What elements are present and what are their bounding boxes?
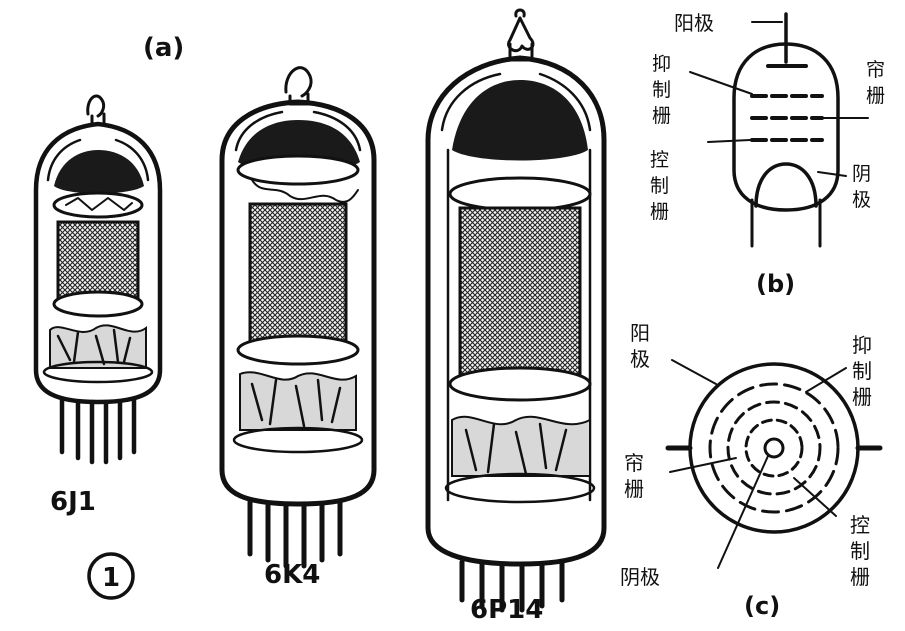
c-control-char-3: 栅 (850, 565, 870, 589)
b-cathode-char-2: 极 (852, 189, 871, 211)
tube-6p14 (425, 8, 607, 613)
c-control-grid-label: 控 制 栅 (850, 513, 870, 589)
c-screen-char-2: 栅 (624, 477, 644, 501)
b-cathode-char-1: 阴 (852, 163, 871, 185)
pentode-side-view (689, 12, 869, 248)
suppressor-grid-ring (708, 382, 840, 514)
control-grid-ring (744, 418, 804, 478)
glass-envelope (732, 42, 840, 212)
c-screen-grid-label: 帘 栅 (624, 451, 644, 501)
b-plate-label: 阳极 (674, 11, 714, 35)
tube-6j1-label: 6J1 (50, 487, 96, 517)
b-screen-char-1: 帘 (866, 59, 885, 81)
b-screen-grid-label: 帘 栅 (866, 59, 885, 107)
panel-c-label: (c) (744, 592, 780, 620)
b-suppressor-char-2: 制 (652, 79, 671, 101)
figure-number: 1 (102, 563, 120, 593)
b-control-grid-label: 控 制 栅 (650, 149, 669, 223)
panel-a-label: (a) (143, 33, 184, 63)
c-screen-char-1: 帘 (624, 451, 644, 475)
c-plate-char-2: 极 (630, 347, 650, 371)
plate-ring (688, 362, 860, 534)
b-cathode-label: 阴 极 (852, 163, 871, 211)
b-control-char-1: 控 (650, 149, 669, 171)
grid-mesh (56, 220, 140, 300)
c-cathode-label: 阴极 (620, 565, 660, 589)
b-screen-char-2: 栅 (866, 85, 885, 107)
tube-6j1 (33, 94, 163, 465)
tube-6p14-label: 6P14 (470, 595, 543, 625)
c-suppressor-char-2: 制 (852, 359, 872, 383)
screen-grid-ring (726, 400, 822, 496)
panel-b-label: (b) (756, 270, 795, 298)
c-control-char-2: 制 (850, 539, 870, 563)
tube-6k4 (219, 66, 377, 569)
c-plate-char-1: 阳 (630, 321, 650, 345)
b-suppressor-grid-label: 抑 制 栅 (652, 53, 671, 127)
cathode-electrode (754, 162, 818, 208)
pentode-cross-section (665, 359, 883, 569)
b-control-char-2: 制 (650, 175, 669, 197)
b-suppressor-char-3: 栅 (652, 105, 671, 127)
tube-6k4-label: 6K4 (264, 560, 320, 590)
c-control-char-1: 控 (850, 513, 870, 537)
c-plate-label: 阳 极 (630, 321, 650, 371)
c-suppressor-grid-label: 抑 制 栅 (852, 333, 872, 409)
c-suppressor-char-3: 栅 (852, 385, 872, 409)
figure-number-badge: 1 (87, 552, 135, 600)
b-control-char-3: 栅 (650, 201, 669, 223)
grid-mesh (248, 202, 348, 346)
grid-mesh (458, 206, 582, 382)
cathode-ring (763, 437, 785, 459)
c-suppressor-char-1: 抑 (852, 333, 872, 357)
b-suppressor-char-1: 抑 (652, 53, 671, 75)
